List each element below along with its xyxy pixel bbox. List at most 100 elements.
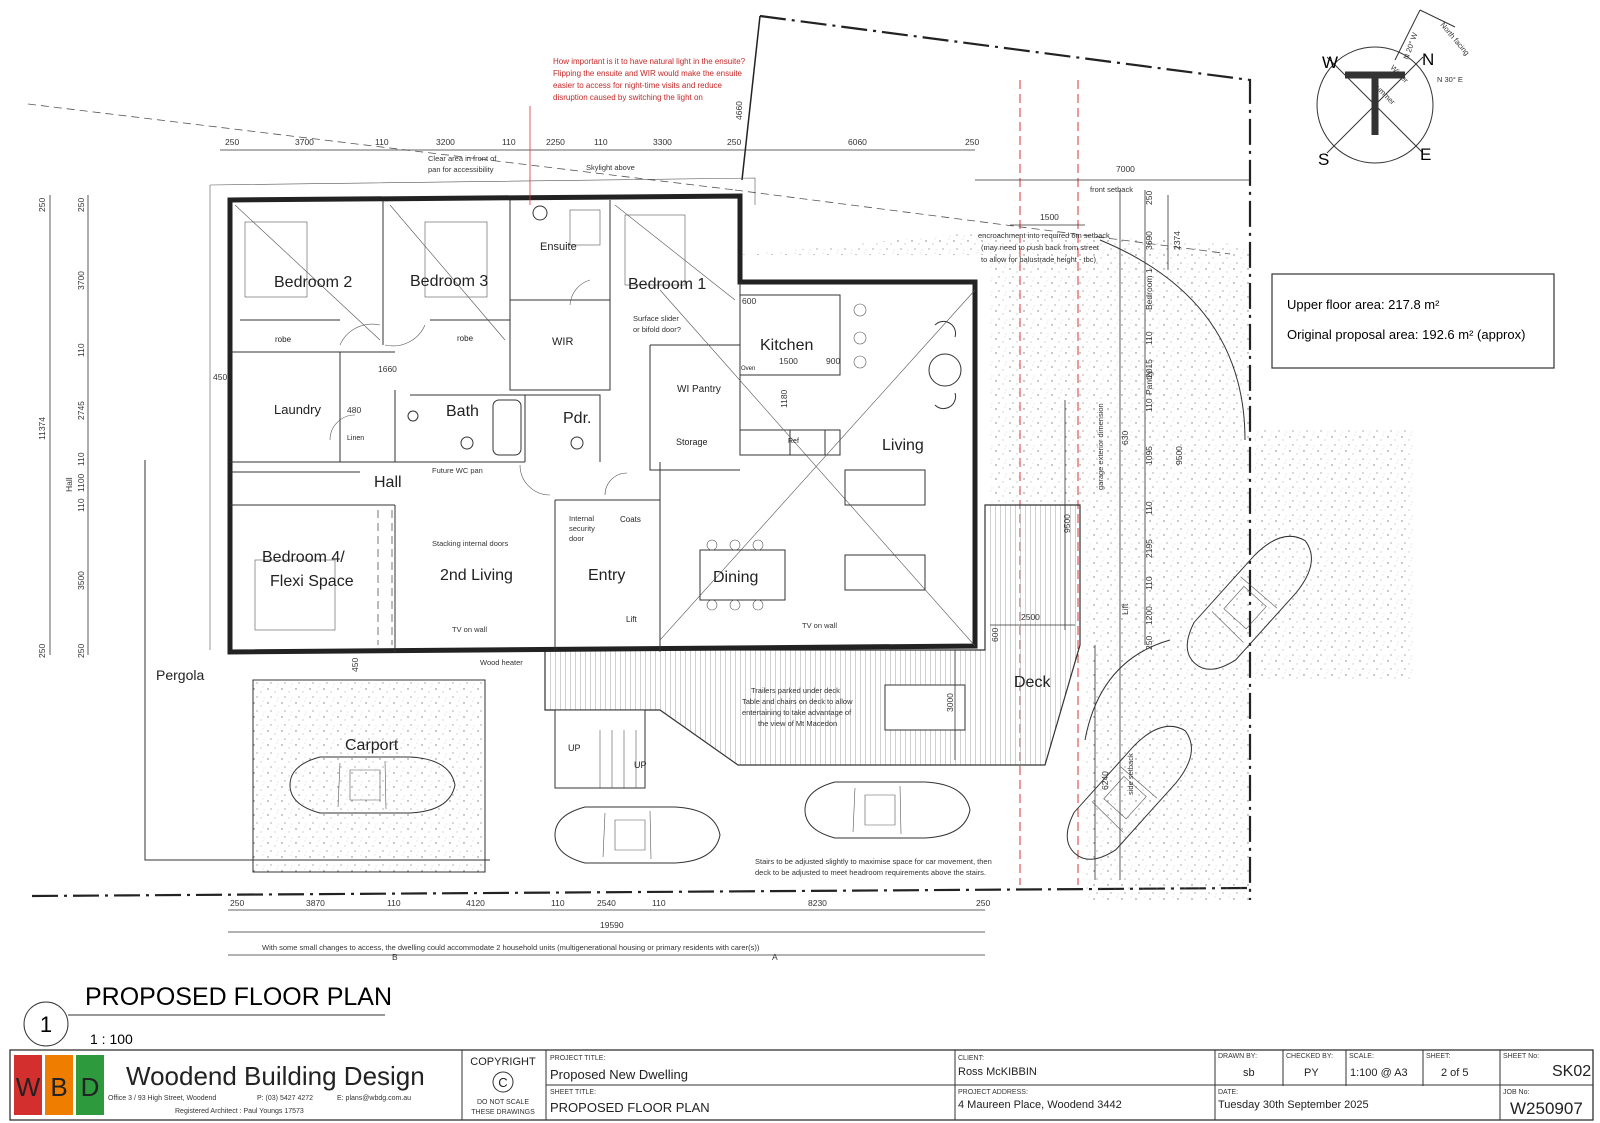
project-address: 4 Maureen Place, Woodend 3442 — [958, 1099, 1122, 1111]
dim-right: 1200 — [1144, 606, 1154, 625]
room-carport: Carport — [345, 737, 399, 754]
room-bedroom-4-line2: Flexi Space — [270, 573, 354, 590]
note-encroachment-1: encroachment into required 6m setback — [978, 231, 1110, 240]
dim-misc: 4660 — [734, 101, 744, 120]
label-oven: Oven — [741, 366, 755, 372]
dim-right: 2195 — [1144, 539, 1154, 558]
dim-misc: 600 — [990, 628, 1000, 642]
room-pdr: Pdr. — [563, 410, 591, 427]
sheet-title: PROPOSED FLOOR PLAN — [550, 1100, 710, 1115]
room-bedroom-2: Bedroom 2 — [274, 274, 352, 291]
dim-misc: 600 — [742, 296, 756, 306]
dimension-misc-labels: 4660 7000 1500 2374 3690 600 1500 900 11… — [213, 101, 1184, 790]
sheet-value: 2 of 5 — [1441, 1067, 1469, 1079]
compass-e: E — [1420, 145, 1431, 164]
label-up-1: UP — [568, 743, 581, 753]
dim-top: 6060 — [848, 137, 867, 147]
dim-bottom: 3870 — [306, 898, 325, 908]
note-stairs-2: deck to be adjusted to meet headroom req… — [755, 868, 986, 877]
compass-n: N — [1422, 50, 1434, 69]
scale-label: SCALE: — [1349, 1053, 1374, 1060]
room-pergola: Pergola — [156, 667, 204, 683]
dim-right: 110 — [1144, 331, 1154, 345]
original-proposal-area: Original proposal area: 192.6 m² (approx… — [1287, 327, 1525, 342]
registered-architect: Registered Architect : Paul Youngs 17573 — [175, 1108, 304, 1115]
compass-w: W — [1322, 53, 1338, 72]
dim-bottom: 250 — [230, 898, 244, 908]
note-ensuite-question-4: disruption caused by switching the light… — [553, 93, 703, 102]
label-linen: Linen — [347, 435, 364, 442]
dimension-left-labels: 250 250 3700 110 2745 110 1100 110 3500 … — [37, 198, 86, 658]
room-bedroom-3: Bedroom 3 — [410, 273, 488, 290]
note-ensuite-question-2: Flipping the ensuite and WIR would make … — [553, 69, 743, 78]
dim-bottom: 110 — [551, 898, 565, 908]
checked-by: PY — [1304, 1067, 1319, 1079]
note-skylight: Skylight above — [586, 163, 635, 172]
note-trailers-1: Trailers parked under deck — [751, 686, 840, 695]
dim-right: 250 — [1144, 191, 1154, 205]
note-future-wc: Future WC pan — [432, 466, 483, 475]
dim-misc: 900 — [826, 356, 840, 366]
drawing-number-circle — [23, 1001, 69, 1047]
dim-top: 250 — [965, 137, 979, 147]
dim-left: 11374 — [37, 417, 47, 440]
pergola-outline — [144, 177, 756, 861]
note-surface-slider-1: Surface slider — [633, 314, 679, 323]
note-stacking-doors: Stacking internal doors — [432, 539, 509, 548]
compass-n30e: N 30° E — [1437, 75, 1463, 84]
dim-misc: 3000 — [945, 693, 955, 712]
room-wi-pantry: WI Pantry — [677, 384, 721, 395]
note-front-setback: front setback — [1090, 185, 1133, 194]
room-kitchen: Kitchen — [760, 337, 813, 354]
firm-address: Office 3 / 93 High Street, Woodend — [108, 1095, 216, 1102]
room-labels: Bedroom 2 Bedroom 3 Bedroom 1 Ensuite WI… — [156, 241, 1051, 770]
dim-right: 2015 — [1144, 359, 1154, 378]
dim-right: 110 — [1144, 501, 1154, 515]
note-wood-heater: Wood heater — [480, 658, 523, 667]
annotation-notes: Clear area in front of pan for accessibi… — [262, 57, 1135, 952]
drawn-by-label: DRAWN BY: — [1218, 1053, 1257, 1060]
project-title-label: PROJECT TITLE: — [550, 1055, 605, 1062]
dimension-top-labels: 250 3700 110 3200 110 2250 110 3300 250 … — [225, 137, 979, 147]
dim-left: 110 — [76, 498, 86, 512]
dim-top: 250 — [225, 137, 239, 147]
note-internal-door-3: door — [569, 534, 585, 543]
dim-misc: 2500 — [1021, 612, 1040, 622]
compass-rose — [1316, 9, 1456, 164]
gravel-areas — [252, 230, 1415, 900]
area-box — [1271, 273, 1555, 369]
dim-misc: 1500 — [779, 356, 798, 366]
dim-bottom: 2540 — [597, 898, 616, 908]
dim-bottom: 250 — [976, 898, 990, 908]
label-ref: Ref — [788, 438, 799, 445]
note-surface-slider-2: or bifold door? — [633, 325, 681, 334]
dimension-right-labels: 250 110 2015 110 1095 110 2195 110 1200 … — [1144, 191, 1154, 650]
dim-total: 19590 — [600, 920, 624, 930]
dim-top: 3300 — [653, 137, 672, 147]
dim-left: 3500 — [76, 571, 86, 590]
dim-top: 3700 — [295, 137, 314, 147]
room-bath: Bath — [446, 403, 479, 420]
drawing-number: 1 — [40, 1012, 52, 1037]
dim-misc: 7000 — [1116, 164, 1135, 174]
note-garage-dim: garage exterior dimension — [1096, 403, 1105, 490]
note-trailers-3: entertaining to take advantage of — [742, 708, 852, 717]
room-ensuite: Ensuite — [540, 241, 577, 253]
upper-floor-area: Upper floor area: 217.8 m² — [1287, 297, 1440, 312]
note-ensuite-question-3: easier to access for night-time visits a… — [553, 81, 723, 90]
dim-bottom: 4120 — [466, 898, 485, 908]
room-living: Living — [882, 437, 924, 454]
room-bedroom-4-line1: Bedroom 4/ — [262, 549, 345, 566]
dim-bottom: 110 — [652, 898, 666, 908]
note-internal-door-1: Internal — [569, 514, 594, 523]
note-trailers-4: the view of Mt Macedon — [758, 719, 837, 728]
dim-left: 2745 — [76, 401, 86, 420]
note-clear-area-2: pan for accessibility — [428, 165, 494, 174]
project-address-label: PROJECT ADDRESS: — [958, 1089, 1028, 1096]
deck — [544, 504, 1081, 789]
dim-misc: Bedroom 1 — [1144, 268, 1154, 310]
note-ensuite-question-1: How important is it to have natural ligh… — [553, 57, 746, 66]
project-title: Proposed New Dwelling — [550, 1067, 688, 1082]
do-not-scale-1: DO NOT SCALE — [477, 1099, 529, 1106]
dim-top: 110 — [375, 137, 389, 147]
